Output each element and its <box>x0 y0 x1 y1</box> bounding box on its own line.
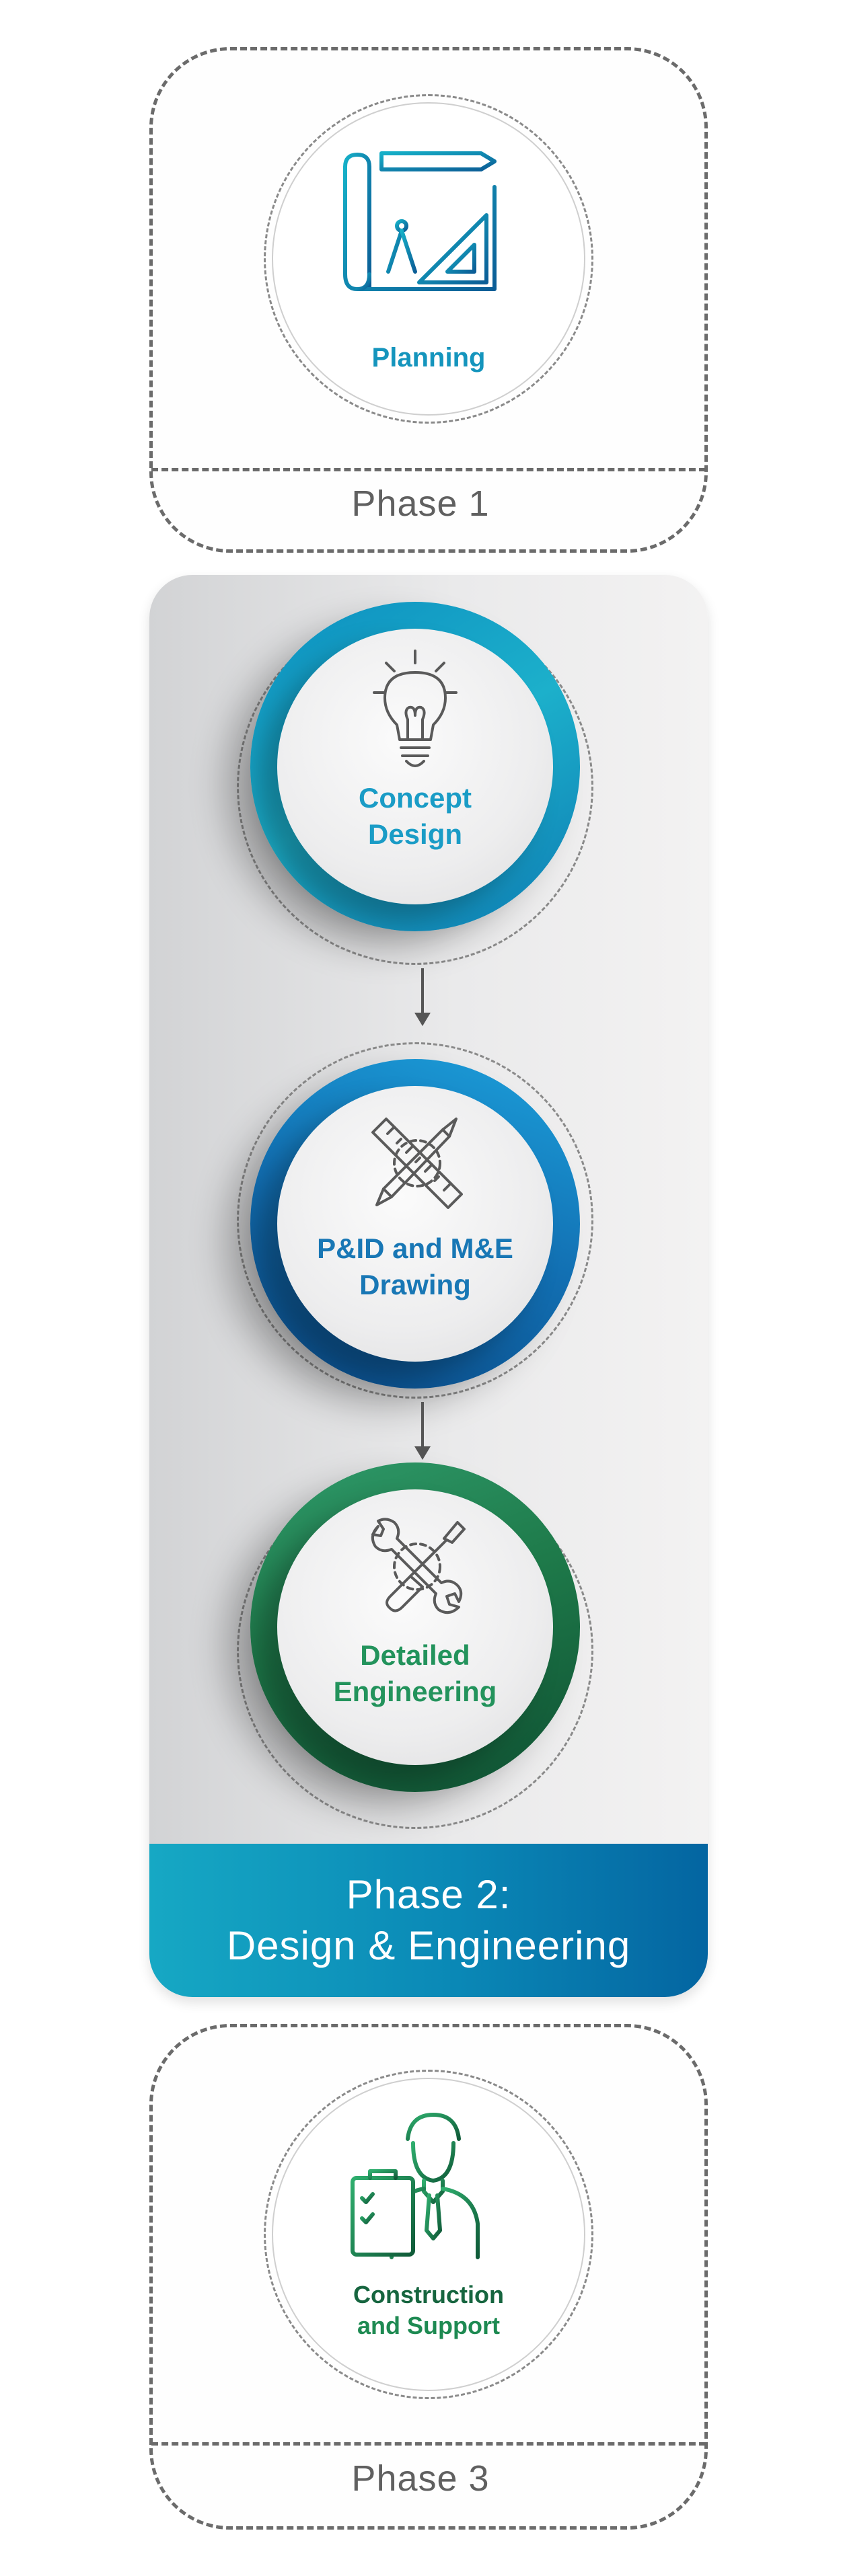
phase2-label-line1: Phase 2: <box>346 1872 511 1917</box>
wrench-screwdriver-icon <box>371 1518 466 1614</box>
step3-disc <box>277 1489 553 1765</box>
engineer-checklist-icon <box>351 2113 480 2259</box>
arrow-1-head-icon <box>414 1013 431 1026</box>
step2-line1: P&ID and M&E <box>317 1233 513 1264</box>
step1-label: Concept Design <box>277 780 553 853</box>
phase3-dashed-ring <box>264 2070 593 2399</box>
lightbulb-icon <box>373 650 458 767</box>
phase1-divider <box>151 468 706 471</box>
phase3-step-line1: Construction <box>353 2281 504 2308</box>
step2-label: P&ID and M&E Drawing <box>264 1231 566 1303</box>
phase3-step-line2: and Support <box>357 2312 500 2339</box>
step2-dashed-ring <box>237 1042 593 1399</box>
step3-line2: Engineering <box>333 1676 497 1707</box>
phase3-step-label: Construction and Support <box>272 2279 585 2341</box>
phase1-dashed-ring <box>264 94 593 424</box>
step1-line2: Design <box>367 818 463 850</box>
arrow-1-shaft <box>421 968 424 1017</box>
phase2-label: Phase 2: Design & Engineering <box>149 1844 708 1997</box>
step3-line1: Detailed <box>360 1639 470 1671</box>
phase3-label: Phase 3 <box>351 2458 490 2499</box>
step1-line1: Concept <box>359 782 472 814</box>
step3-label: Detailed Engineering <box>277 1637 553 1710</box>
phase1-label: Phase 1 <box>351 483 490 524</box>
phase2-label-line2: Design & Engineering <box>226 1923 631 1968</box>
step2-disc <box>277 1086 553 1362</box>
pencil-ruler-icon <box>371 1118 463 1209</box>
arrow-2-head-icon <box>414 1446 431 1460</box>
blueprint-drafting-icon <box>343 151 497 291</box>
step2-line2: Drawing <box>359 1269 471 1300</box>
arrow-2-shaft <box>421 1402 424 1450</box>
planning-title: Planning <box>371 343 486 373</box>
phase3-divider <box>151 2442 706 2446</box>
